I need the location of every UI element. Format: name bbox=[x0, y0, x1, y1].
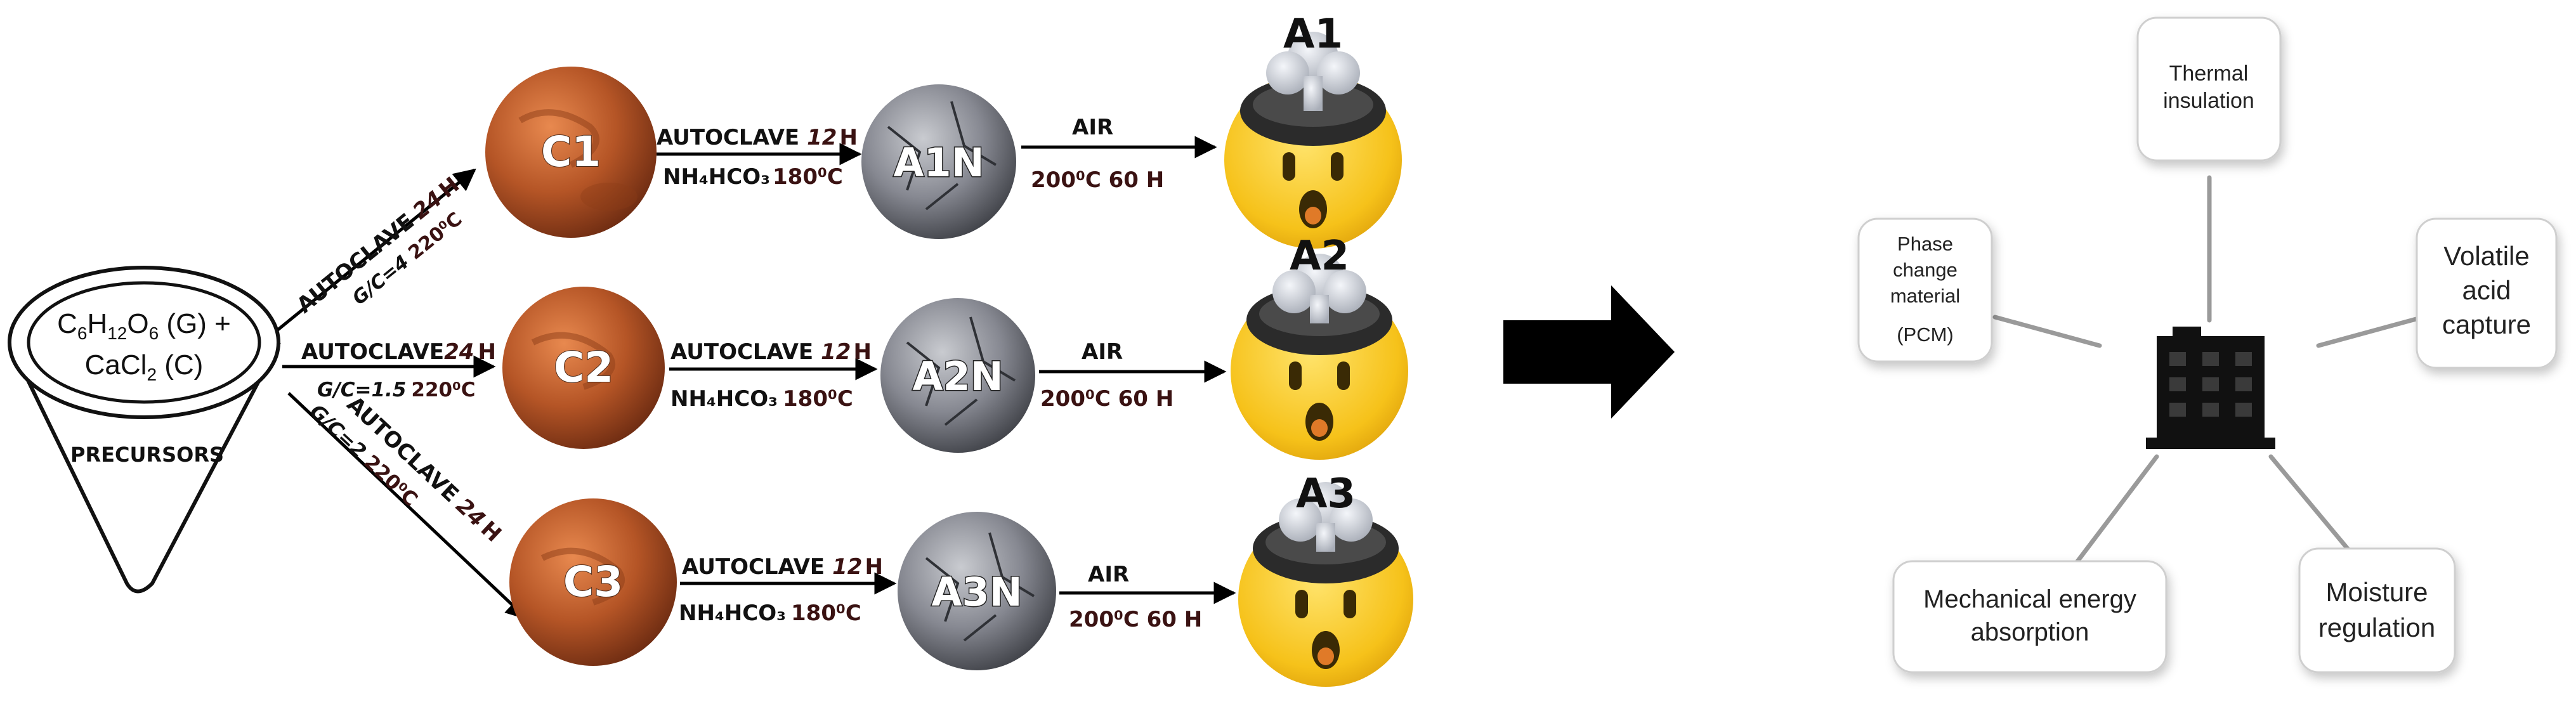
building-icon bbox=[2146, 327, 2275, 449]
nitrogen-sphere-a1n: A1N bbox=[861, 84, 1016, 239]
step3-row1-gas: AIR bbox=[1072, 115, 1113, 140]
app-volatile-line1: Volatile bbox=[2443, 241, 2529, 271]
branch-arrows bbox=[277, 168, 528, 620]
step3-row2-gas: AIR bbox=[1082, 339, 1123, 365]
application-spokes bbox=[1992, 175, 2426, 576]
carbon-label-c1: C1 bbox=[541, 127, 601, 176]
product-label-a3: A3 bbox=[1296, 471, 1356, 517]
nitrogen-label-a1n: A1N bbox=[893, 140, 984, 186]
carbon-sphere-c2: C2 bbox=[502, 287, 665, 449]
precursor-funnel: C6H12O6 (G) + CaCl2 (C) PRECURSORS bbox=[8, 266, 281, 594]
app-volatile-acid-capture: Volatile acid capture bbox=[2416, 218, 2558, 369]
branch-3-conditions: AUTOCLAVE24H G/C=2220⁰C bbox=[305, 391, 506, 547]
step3-row3-gas: AIR bbox=[1088, 562, 1129, 587]
branch-1-temp: 220⁰C bbox=[404, 208, 466, 264]
nitrogen-label-a3n: A3N bbox=[931, 569, 1022, 615]
transition-arrow bbox=[1503, 285, 1675, 419]
product-emoji-a3 bbox=[1238, 482, 1413, 687]
branch-2-autoclave: AUTOCLAVE bbox=[301, 339, 444, 365]
app-moisture-line2: regulation bbox=[2318, 613, 2435, 642]
app-pcm-line3: material bbox=[1890, 285, 1960, 307]
precursors-label: PRECURSORS bbox=[70, 443, 224, 467]
product-label-a2: A2 bbox=[1290, 233, 1349, 280]
carbon-label-c2: C2 bbox=[554, 343, 613, 392]
app-phase-change-material: Phase change material (PCM) bbox=[1857, 218, 1993, 363]
app-mechanical-line1: Mechanical energy bbox=[1923, 585, 2136, 613]
branch-2-hours: 24 bbox=[444, 339, 474, 365]
step3-row1-cond: 200⁰C 60 H bbox=[1031, 167, 1164, 193]
product-label-a1: A1 bbox=[1283, 11, 1343, 58]
app-thermal-insulation: Thermal insulation bbox=[2136, 16, 2282, 162]
app-pcm-line2: change bbox=[1893, 259, 1958, 281]
nitrogen-sphere-a3n: A3N bbox=[898, 512, 1056, 670]
step3-row2-cond: 200⁰C 60 H bbox=[1040, 386, 1174, 412]
app-pcm-line4: (PCM) bbox=[1897, 323, 1954, 346]
app-mechanical-energy-absorption: Mechanical energy absorption bbox=[1892, 560, 2167, 673]
app-thermal-line1: Thermal bbox=[2169, 62, 2249, 86]
nitrogen-label-a2n: A2N bbox=[912, 353, 1003, 400]
branch-2-h: H bbox=[478, 339, 495, 365]
app-thermal-line2: insulation bbox=[2163, 89, 2254, 113]
app-moisture-line1: Moisture bbox=[2325, 577, 2428, 607]
step3-row3-cond: 200⁰C 60 H bbox=[1069, 607, 1202, 632]
precursor-formula-line2: CaCl2 (C) bbox=[85, 349, 204, 384]
carbon-label-c3: C3 bbox=[563, 557, 623, 606]
carbon-sphere-c1: C1 bbox=[485, 67, 657, 238]
branch-2-temp: 220⁰C bbox=[411, 379, 475, 401]
product-emoji-a1 bbox=[1224, 32, 1402, 249]
product-emoji-a2 bbox=[1231, 254, 1408, 460]
precursor-formula-line1: C6H12O6 (G) + bbox=[57, 308, 231, 343]
app-mechanical-line2: absorption bbox=[1971, 618, 2089, 646]
app-volatile-line2: acid bbox=[2462, 275, 2511, 305]
app-moisture-regulation: Moisture regulation bbox=[2298, 547, 2456, 673]
svg-text:AUTOCLAVE24H: AUTOCLAVE24H bbox=[301, 339, 496, 365]
branch-2-ratio: G/C=1.5 bbox=[317, 379, 406, 401]
nitrogen-sphere-a2n: A2N bbox=[880, 298, 1035, 453]
applications-panel: Thermal insulation Phase change material… bbox=[1857, 16, 2558, 673]
carbon-sphere-c3: C3 bbox=[509, 498, 677, 666]
branch-1-conditions: AUTOCLAVE24H G/C=4220⁰C bbox=[292, 172, 466, 318]
app-pcm-line1: Phase bbox=[1897, 233, 1953, 255]
app-volatile-line3: capture bbox=[2442, 309, 2531, 339]
